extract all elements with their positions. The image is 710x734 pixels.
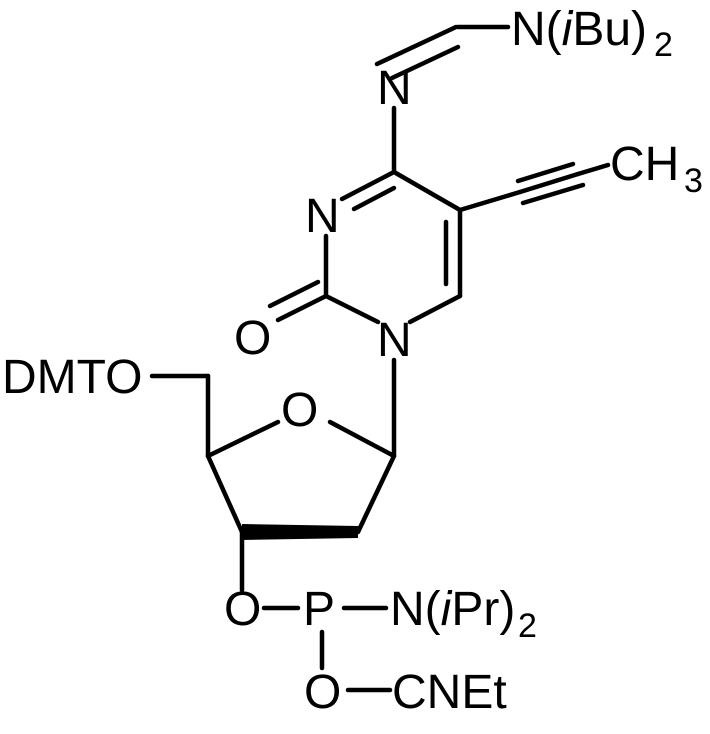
bond-c1prime-o4 [327,419,397,459]
atom-n3: N [305,190,340,243]
bond-alkyne-1 [517,171,581,195]
atom-n-diisopropyl: N(iPr) [390,583,515,636]
bond-c5-alkyne [457,189,523,213]
ibu-i-text: i [562,3,574,56]
ibu-rest-text: Bu) [572,3,647,56]
ipr-n-text: N( [390,583,441,636]
ibu-subscript: 2 [654,26,673,64]
atom-labels: N N(iBu) 2 CH 3 N O N DMTO O O P N(iPr) … [2,3,703,719]
ibu-n-text: N( [511,3,562,56]
atom-o-ring: O [281,384,318,437]
bond-c4prime-c3prime [205,453,245,535]
bond-n-ch-double-b [389,44,461,81]
bond-c2-o-a [275,293,329,323]
bond-n1-c2 [323,293,381,325]
ipr-i-text: i [441,583,453,636]
atom-dmto: DMTO [2,351,142,404]
atom-cnet: CNEt [392,666,507,719]
bond-c4-n3-b [351,185,397,212]
bond-c4-c5 [391,169,463,213]
bond-alkyne-2 [515,161,576,184]
bond-c6-n1 [407,293,463,325]
atom-o-bottom: O [304,666,341,719]
atom-n-formamidine: N [377,62,412,115]
bond-c3prime-c2prime-bold [242,524,358,540]
atom-ch3: CH [610,138,679,191]
atom-n-diisobutyl: N(iBu) [511,3,647,56]
bond-c2prime-c1prime [355,453,397,535]
atom-p: P [303,583,335,636]
bond-alkyne-3 [520,182,586,206]
bond-o4-c4prime [205,419,281,459]
atom-n1: N [377,314,412,367]
bond-n-ch-double-a [374,24,459,67]
atom-o-carbonyl: O [234,312,271,365]
ch3-subscript: 3 [684,162,703,200]
bond-alkyne-ch3 [575,162,611,177]
bond-c4-n3-a [339,169,397,202]
atom-o3prime: O [224,583,261,636]
ipr-rest-text: Pr) [451,583,515,636]
ipr-subscript: 2 [518,607,537,645]
bonds [149,24,611,693]
bond-c2-o-b [267,279,321,309]
